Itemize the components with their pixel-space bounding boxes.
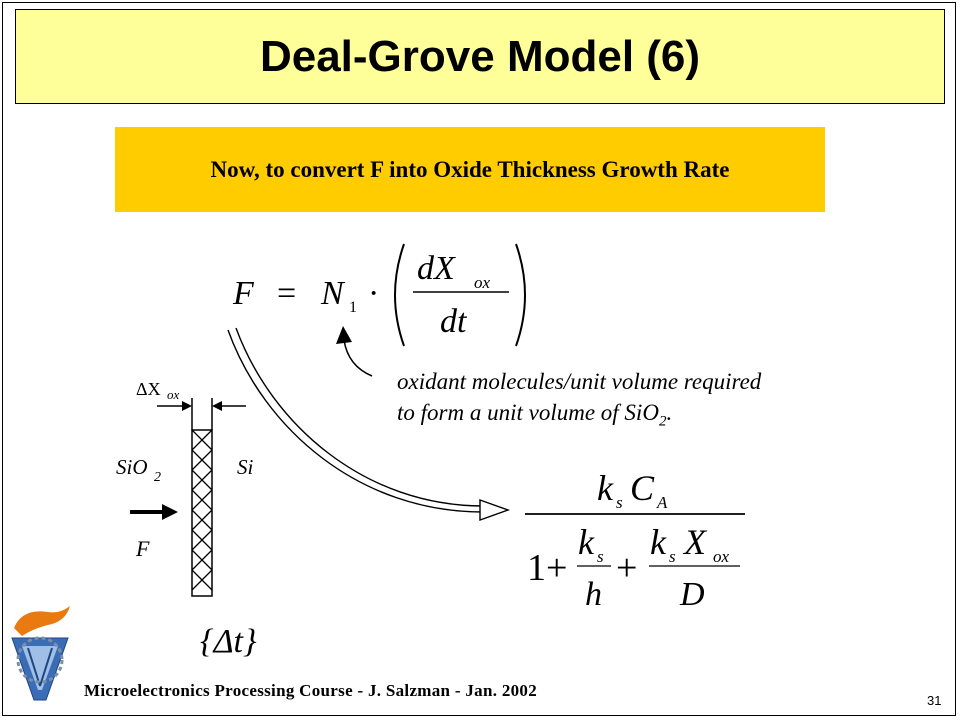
res-x-sub: ox [713, 547, 730, 566]
note-pointer-arrow [336, 326, 373, 377]
oxide-layer-diagram: ΔX ox SiO 2 Si F {Δt} [116, 379, 257, 660]
flux-arrowhead [162, 504, 178, 520]
sio2-sub: 2 [154, 470, 161, 485]
res-ca-sub: A [656, 493, 668, 512]
res-plus: + [616, 547, 637, 589]
delta-x-sub: ox [167, 387, 180, 402]
slide-title: Deal-Grove Model (6) [259, 31, 701, 81]
note-line-1: oxidant molecules/unit volume required [397, 369, 762, 394]
banner-text: Now, to convert F into Oxide Thickness G… [210, 156, 730, 182]
note-line-2-prefix: to form a unit volume of SiO [397, 400, 659, 425]
res-x: X [682, 522, 708, 562]
res-ks-sub: s [616, 493, 623, 512]
banner-box: Now, to convert F into Oxide Thickness G… [115, 127, 825, 212]
oxidant-note: oxidant molecules/unit volume required t… [397, 366, 761, 438]
res-ks-3: k [650, 522, 667, 562]
res-ks-2-sub: s [597, 547, 604, 566]
res-one-plus: 1+ [527, 547, 567, 589]
eq-lhs: F [232, 275, 255, 312]
note-line-2-suffix: . [666, 400, 673, 425]
res-ca: C [630, 468, 655, 508]
page-number: 31 [927, 693, 942, 708]
institution-logo [11, 606, 70, 701]
left-paren [394, 243, 405, 347]
eq-equals: = [277, 275, 296, 312]
note-line-2-sub: 2 [658, 413, 667, 430]
note-line-2: to form a unit volume of SiO2. [397, 397, 761, 438]
footer-text: Microelectronics Processing Course - J. … [84, 681, 538, 700]
eq-dot: · [368, 275, 379, 312]
si-label: Si [237, 455, 254, 479]
eq-denominator: dt [440, 303, 468, 340]
eq-n: N [320, 275, 346, 312]
res-ks-3-sub: s [669, 547, 676, 566]
title-box: Deal-Grove Model (6) [15, 9, 945, 104]
eq-numerator: dX [417, 250, 456, 287]
sio2-label: SiO [116, 455, 148, 479]
right-paren [515, 243, 526, 347]
oxide-hatch [191, 429, 213, 591]
eq-n-sub: 1 [349, 299, 357, 316]
result-equation: k s C A 1+ k s h + k s X ox D [525, 468, 745, 613]
res-ks-2: k [578, 522, 595, 562]
eq-numerator-sub: ox [474, 273, 491, 292]
delta-t-label: {Δt} [200, 623, 257, 660]
delta-x-label: ΔX [136, 379, 161, 399]
flux-label: F [135, 536, 150, 561]
conversion-arrow [227, 327, 511, 521]
flux-equation: F = N 1 · dX ox dt [232, 243, 526, 347]
res-d: D [679, 576, 705, 613]
res-ks: k [597, 468, 614, 508]
res-h: h [585, 576, 602, 613]
